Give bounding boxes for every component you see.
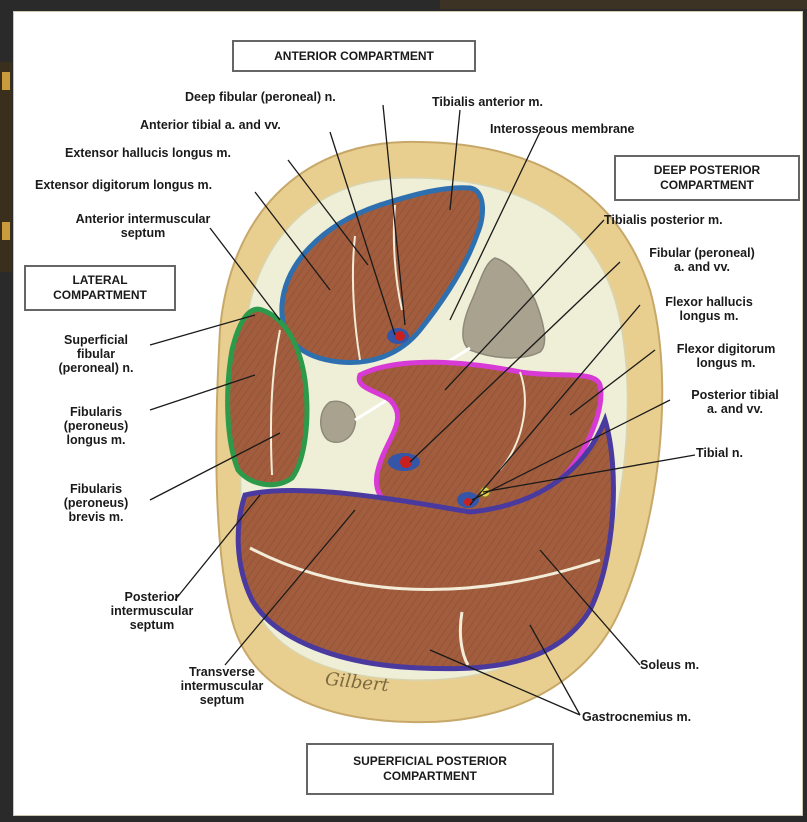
label-posterior-tibial-artery: Posterior tibial a. and vv. <box>668 388 802 416</box>
label-soleus: Soleus m. <box>640 658 699 672</box>
deep-posterior-compartment-label: DEEP POSTERIOR COMPARTMENT <box>614 155 800 201</box>
label-gastrocnemius: Gastrocnemius m. <box>582 710 691 724</box>
superficial-posterior-compartment-label: SUPERFICIAL POSTERIOR COMPARTMENT <box>306 743 554 795</box>
fibular-vessels <box>388 453 420 471</box>
label-interosseous-membrane: Interosseous membrane <box>490 122 635 136</box>
label-fibularis-brevis: Fibularis (peroneus) brevis m. <box>40 482 152 524</box>
label-extensor-digitorum: Extensor digitorum longus m. <box>35 178 212 192</box>
anterior-compartment-label: ANTERIOR COMPARTMENT <box>232 40 476 72</box>
label-anterior-intermuscular-septum: Anterior intermuscular septum <box>48 212 238 240</box>
label-extensor-hallucis: Extensor hallucis longus m. <box>65 146 231 160</box>
label-transverse-intermuscular-septum: Transverse intermuscular septum <box>152 665 292 707</box>
lateral-compartment-label: LATERAL COMPARTMENT <box>24 265 176 311</box>
label-fibularis-longus: Fibularis (peroneus) longus m. <box>40 405 152 447</box>
anterior-tibial-vessels <box>387 328 409 344</box>
label-fibular-artery: Fibular (peroneal) a. and vv. <box>622 246 782 274</box>
fibula <box>321 401 356 442</box>
label-anterior-tibial-artery: Anterior tibial a. and vv. <box>140 118 281 132</box>
label-tibial-nerve: Tibial n. <box>696 446 743 460</box>
label-deep-fibular-nerve: Deep fibular (peroneal) n. <box>185 90 336 104</box>
label-superficial-fibular-nerve: Superficial fibular (peroneal) n. <box>40 333 152 375</box>
label-tibialis-posterior: Tibialis posterior m. <box>604 213 723 227</box>
label-posterior-intermuscular-septum: Posterior intermuscular septum <box>92 590 212 632</box>
label-flexor-digitorum: Flexor digitorum longus m. <box>652 342 800 370</box>
label-tibialis-anterior: Tibialis anterior m. <box>432 95 543 109</box>
label-flexor-hallucis: Flexor hallucis longus m. <box>640 295 778 323</box>
